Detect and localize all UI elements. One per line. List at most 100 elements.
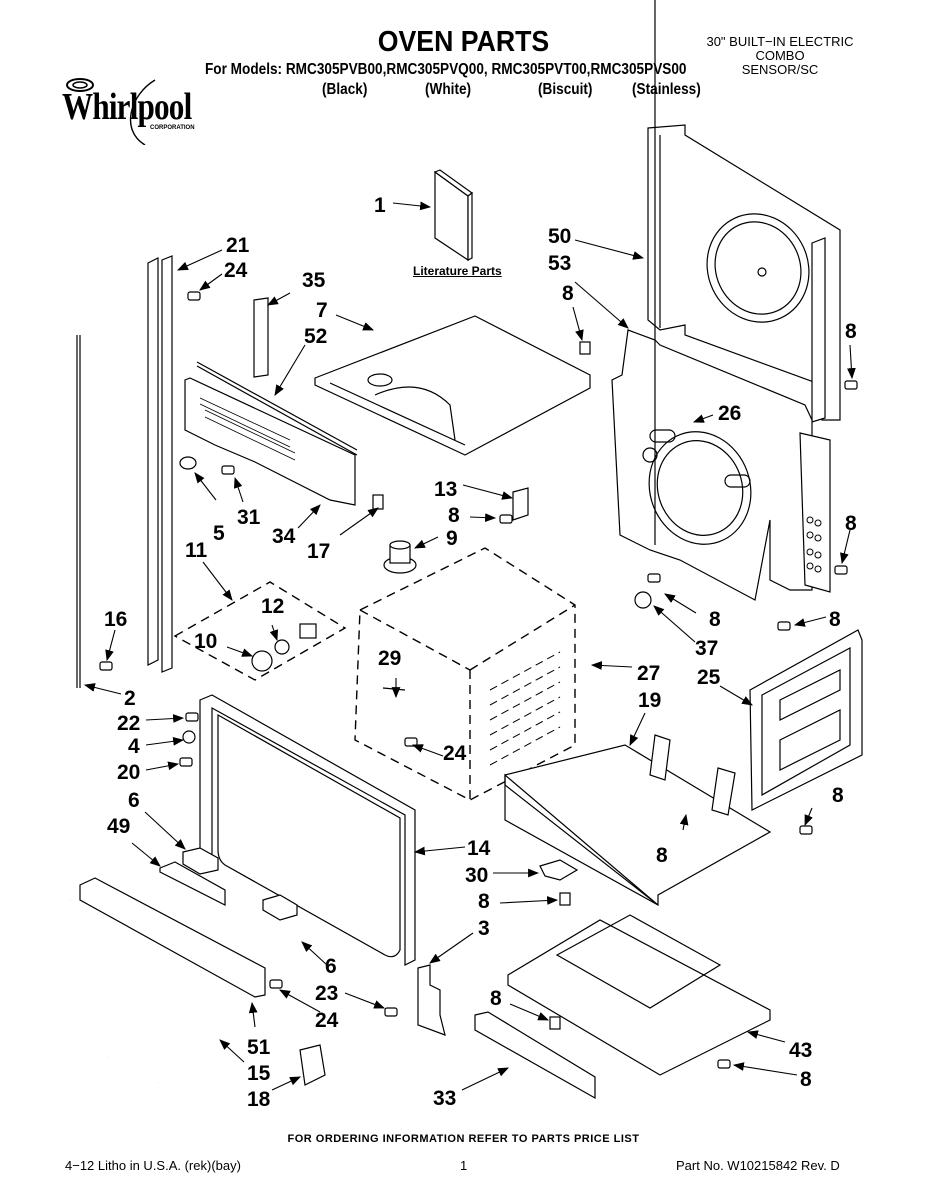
- screws: [99, 291, 858, 1069]
- callout-15: 15: [247, 1062, 271, 1085]
- callout-20: 20: [117, 761, 140, 784]
- callout-8: 8: [845, 320, 857, 343]
- callout-2: 2: [124, 687, 136, 710]
- part-number: Part No. W10215842 Rev. D: [676, 1158, 840, 1173]
- logo-swirl-icon: [66, 78, 94, 92]
- callout-4: 4: [128, 735, 140, 758]
- part-fan-knob-9: [383, 540, 417, 574]
- callout-7: 7: [316, 299, 328, 322]
- callout-9: 9: [446, 527, 458, 550]
- callout-8: 8: [448, 504, 460, 527]
- brand-subtitle: CORPORATION: [150, 125, 195, 131]
- color-variant-black: (Black): [322, 81, 368, 98]
- part-side-trim-left: [147, 255, 173, 673]
- color-variant-stainless: (Stainless): [632, 81, 701, 98]
- callout-1: 1: [374, 194, 386, 217]
- callout-12: 12: [261, 595, 284, 618]
- litho-info: 4−12 Litho in U.S.A. (rek)(bay): [65, 1158, 241, 1173]
- callout-6: 6: [128, 789, 140, 812]
- callout-10: 10: [194, 630, 217, 653]
- callout-51: 51: [247, 1036, 271, 1059]
- callout-19: 19: [638, 689, 661, 712]
- leader-lines: [83, 201, 856, 1091]
- part-hinge-bracket-3: [417, 964, 446, 1036]
- part-clip-18: [299, 1044, 326, 1086]
- callout-8: 8: [832, 784, 844, 807]
- callout-labels: 1 21 24 35 7 52 50 53 8 8 26 5 31 34 13 …: [104, 194, 857, 1111]
- callout-3: 3: [478, 917, 490, 940]
- callout-33: 33: [433, 1087, 456, 1110]
- part-thermostat-37: [634, 591, 652, 609]
- callout-8: 8: [562, 282, 574, 305]
- product-type: 30" BUILT−IN ELECTRIC COMBO SENSOR/SC: [700, 35, 860, 77]
- part-block-6: [262, 894, 298, 921]
- model-numbers: For Models: RMC305PVB00,RMC305PVQ00, RMC…: [205, 61, 687, 78]
- callout-43: 43: [789, 1039, 812, 1062]
- callout-24: 24: [443, 742, 467, 765]
- callout-35: 35: [302, 269, 326, 292]
- callout-24: 24: [315, 1009, 339, 1032]
- callout-13: 13: [434, 478, 457, 501]
- callout-24: 24: [224, 259, 248, 282]
- callout-49: 49: [107, 815, 130, 838]
- callout-34: 34: [272, 525, 296, 548]
- part-insulation-49: [159, 861, 226, 906]
- callout-8: 8: [490, 987, 502, 1010]
- page-number: 1: [460, 1158, 468, 1173]
- part-light-assembly-11: [173, 581, 347, 681]
- ordering-note: FOR ORDERING INFORMATION REFER TO PARTS …: [287, 1133, 640, 1145]
- callout-8: 8: [709, 608, 721, 631]
- part-side-panel-25: [749, 629, 863, 811]
- part-bulb-12: [274, 639, 290, 655]
- callout-14: 14: [467, 837, 491, 860]
- part-top-panel: [314, 315, 591, 456]
- part-front-rail-33: [474, 1011, 596, 1100]
- part-rear-panel: [647, 124, 841, 423]
- part-literature-booklet: [433, 169, 474, 262]
- part-bracket-13: [512, 487, 529, 521]
- callout-30: 30: [465, 864, 488, 887]
- callout-8: 8: [656, 844, 668, 867]
- callout-23: 23: [315, 982, 338, 1005]
- callout-11: 11: [185, 539, 208, 562]
- part-grommet-5: [179, 456, 197, 470]
- literature-parts-label: Literature Parts: [413, 264, 502, 278]
- callout-5: 5: [213, 522, 225, 545]
- part-strip-52: [196, 361, 358, 451]
- part-probe-29: [382, 687, 406, 691]
- callout-22: 22: [117, 712, 140, 735]
- callout-17: 17: [307, 540, 330, 563]
- part-bottom-shield-19: [504, 734, 772, 907]
- color-variant-white: (White): [425, 81, 472, 98]
- part-oven-cavity-27: [354, 547, 576, 801]
- callout-21: 21: [226, 234, 250, 257]
- part-door-frame-14: [199, 694, 416, 966]
- callout-52: 52: [304, 325, 327, 348]
- part-socket: [299, 623, 317, 639]
- part-block-6: [182, 847, 219, 875]
- callout-8: 8: [800, 1068, 812, 1091]
- part-base-pan-43: [507, 914, 771, 1076]
- callout-50: 50: [548, 225, 571, 248]
- callout-8: 8: [845, 512, 857, 535]
- callout-27: 27: [637, 662, 660, 685]
- product-type-line: 30" BUILT−IN ELECTRIC: [706, 34, 854, 49]
- callout-16: 16: [104, 608, 127, 631]
- part-bracket-35: [253, 297, 269, 378]
- callout-25: 25: [697, 666, 721, 689]
- part-lens-10: [251, 650, 273, 672]
- brand-name: Whirlpool: [62, 86, 192, 128]
- callout-53: 53: [548, 252, 571, 275]
- callout-26: 26: [718, 402, 741, 425]
- color-variant-biscuit: (Biscuit): [538, 81, 593, 98]
- part-door-trim-51: [79, 877, 266, 998]
- product-type-line: SENSOR/SC: [741, 62, 819, 77]
- callout-8: 8: [829, 608, 841, 631]
- callout-6: 6: [325, 955, 337, 978]
- page-title: OVEN PARTS: [377, 26, 550, 58]
- callout-29: 29: [378, 647, 401, 670]
- product-type-line: COMBO: [755, 48, 805, 63]
- callout-31: 31: [237, 506, 261, 529]
- whirlpool-logo: [66, 78, 156, 145]
